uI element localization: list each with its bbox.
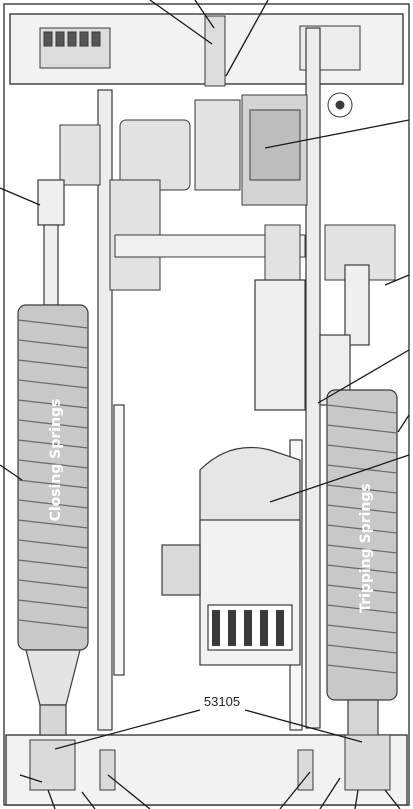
part-number-label: 53105 [204, 694, 240, 709]
bottom-brackets [29, 734, 391, 791]
charging-motor [161, 446, 301, 666]
closing-spring [17, 304, 89, 736]
closing-springs-label: Closing Springs [48, 399, 64, 522]
tripping-springs-label: Tripping Springs [358, 483, 374, 613]
linkage-rods [37, 179, 370, 411]
tripping-spring [326, 389, 398, 741]
